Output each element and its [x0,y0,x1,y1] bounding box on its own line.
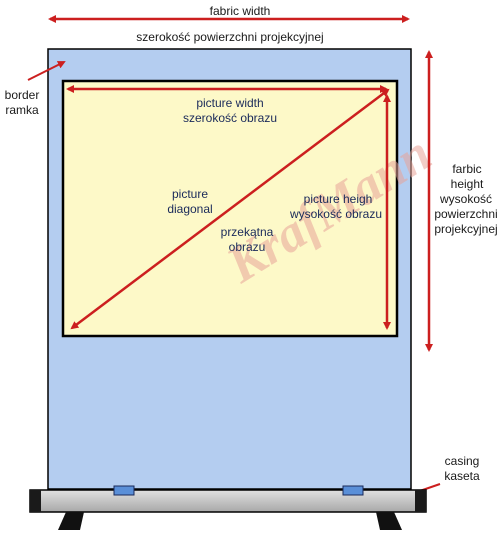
border-pl-label: ramka [5,103,39,117]
picture-width-pl-label: szerokość obrazu [182,111,278,125]
foot-right [376,512,402,530]
casing-label: casing [444,454,480,468]
fabric-height-pl-label-1: wysokość [439,192,492,206]
fabric-width-label: fabric width [209,4,271,18]
fabric-width-pl-label: szerokość powierzchni projekcyjnej [136,30,324,44]
casing-pl-label: kaseta [444,469,480,483]
border-pointer-arrow [27,61,66,81]
casing-clip-right [342,485,364,496]
picture-width-label: picture width [196,96,264,110]
picture-diagonal-pl-label-1: przekątna [220,225,274,239]
picture-height-label: picture heigh [303,192,373,206]
fabric-height-pl-label-3: projekcyjnej [434,222,498,236]
fabric-height-pl-label-2: powierzchni [434,207,498,221]
picture-diagonal-arrow [70,88,390,330]
picture-diagonal-label-2: diagonal [167,202,213,216]
casing-end-cap-left [30,490,41,512]
picture-diagonal-label-1: picture [171,187,209,201]
foot-left [58,512,84,530]
casing-clip-left [113,485,135,496]
fabric-height-label-1: farbic [452,162,482,176]
picture-height-pl-label: wysokość obrazu [289,207,383,221]
casing [29,485,427,530]
picture-diagonal-pl-label-2: obrazu [228,240,266,254]
fabric-height-label-2: height [450,177,484,191]
border-label: border [4,88,40,102]
casing-end-cap-right [415,490,426,512]
